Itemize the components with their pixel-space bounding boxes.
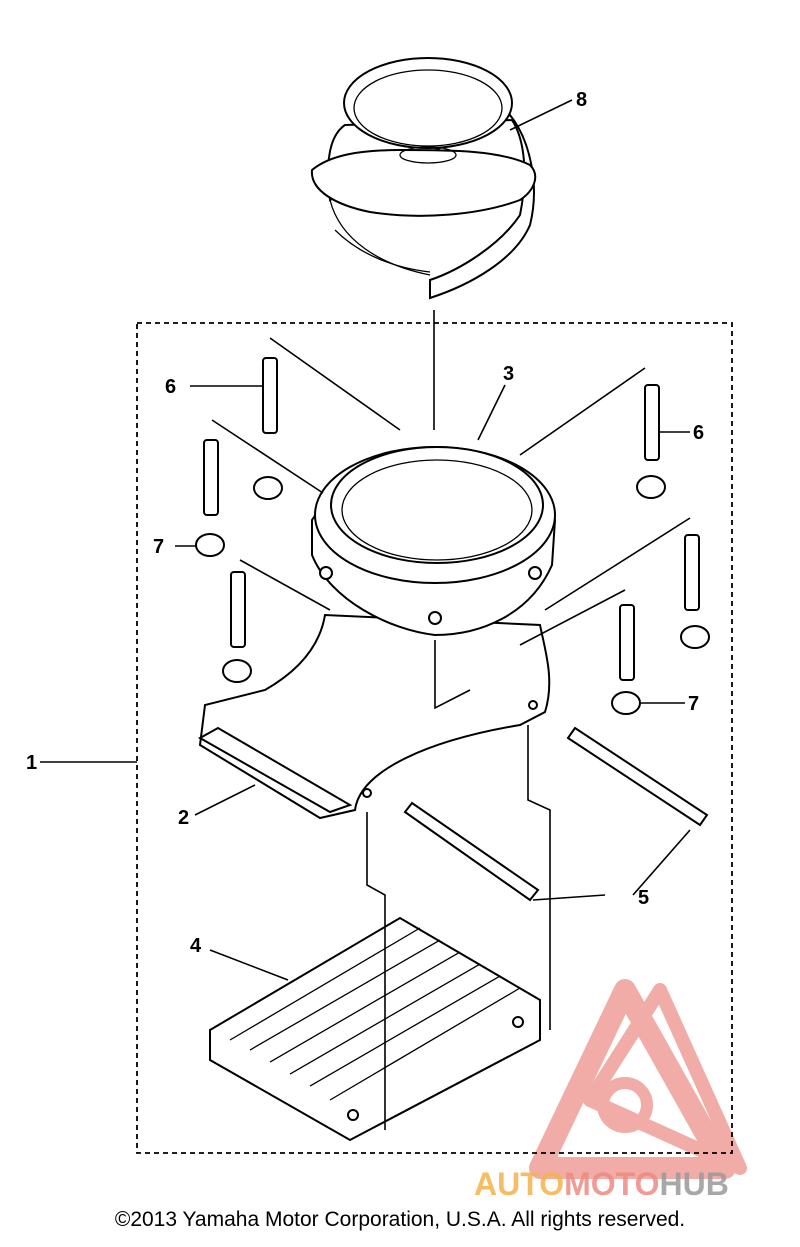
leader-lines	[40, 99, 691, 1130]
part-4-grate	[209, 916, 541, 1142]
watermark-hub: HUB	[659, 1166, 728, 1202]
watermark-text: AUTOMOTOHUB	[474, 1166, 729, 1202]
callout-7a: 7	[153, 536, 164, 558]
copyright-notice: ©2013 Yamaha Motor Corporation, U.S.A. A…	[114, 1208, 686, 1231]
callout-6b: 6	[693, 422, 704, 444]
callout-1: 1	[26, 752, 37, 774]
part-3-nozzle-housing	[197, 446, 557, 820]
callout-8: 8	[576, 89, 587, 111]
watermark-auto: AUTO	[474, 1166, 564, 1202]
studs-6	[203, 357, 700, 681]
callout-2: 2	[178, 807, 189, 829]
callout-5: 5	[638, 887, 649, 909]
triangle-m-logo-icon	[529, 979, 747, 1179]
watermark-moto: MOTO	[564, 1166, 659, 1202]
callout-7b: 7	[688, 693, 699, 715]
part-5-pins	[403, 726, 709, 902]
callout-3: 3	[503, 363, 514, 385]
part-8-bellows	[310, 57, 537, 300]
callout-4: 4	[190, 935, 202, 957]
callout-6a: 6	[165, 376, 176, 398]
